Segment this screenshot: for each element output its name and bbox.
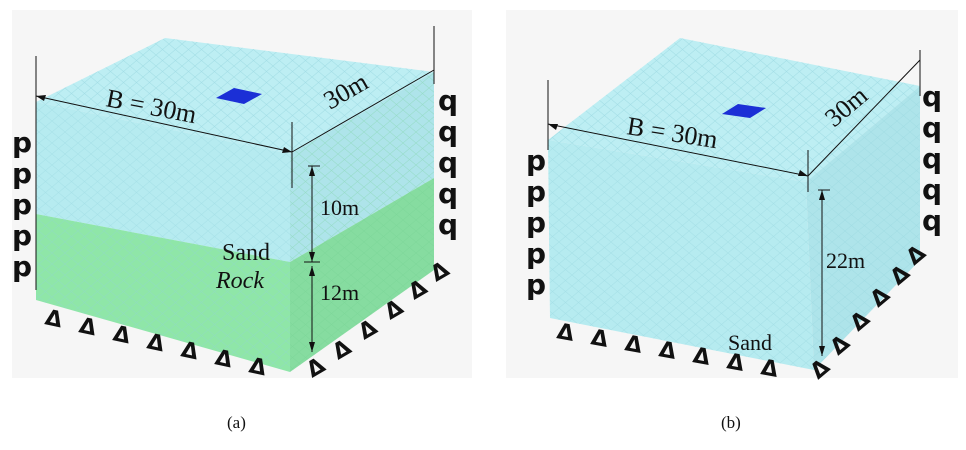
panel-a-sand-thickness-label: 10m	[320, 195, 359, 220]
panel-b-width-dimension	[547, 123, 809, 177]
left-support-symbol: p	[12, 250, 32, 283]
base-support-symbol: Δ	[43, 305, 65, 333]
panel-b-right-supports: q q q q q	[922, 80, 942, 237]
base-support-symbol: Δ	[589, 325, 610, 353]
left-support-symbol: p	[526, 237, 546, 270]
panel-a-sand-label: Sand	[222, 240, 270, 266]
base-support-symbol: Δ	[111, 321, 133, 349]
right-support-symbol: q	[438, 84, 458, 117]
panel-a-depth-dimension	[291, 69, 435, 153]
right-support-symbol: q	[438, 208, 458, 241]
right-support-symbol: q	[438, 146, 458, 179]
base-support-symbol: Δ	[77, 313, 99, 341]
panel-b-left-supports: p p p p p	[526, 144, 546, 301]
panel-b-base-front-supports: Δ Δ Δ Δ Δ Δ Δ	[555, 319, 780, 383]
panel-a-left-supports: p p p p p	[12, 126, 32, 283]
panel-a-caption: (a)	[227, 413, 246, 432]
panel-b-depth-dimension	[807, 59, 921, 177]
right-support-symbol: q	[438, 177, 458, 210]
right-support-symbol: q	[922, 173, 942, 206]
panel-a-base-front-supports: Δ Δ Δ Δ Δ Δ Δ	[43, 305, 269, 381]
right-support-symbol: q	[922, 142, 942, 175]
panel-b-sand-label: Sand	[728, 330, 772, 355]
panel-a-rock-thickness-label: 12m	[320, 280, 359, 305]
left-support-symbol: p	[526, 144, 546, 177]
base-support-symbol: Δ	[759, 355, 780, 383]
left-support-symbol: p	[12, 188, 32, 221]
base-support-symbol: Δ	[691, 343, 712, 371]
left-support-symbol: p	[526, 206, 546, 239]
panel-b-footing	[722, 104, 766, 118]
left-support-symbol: p	[526, 175, 546, 208]
right-support-symbol: q	[922, 80, 942, 113]
base-support-symbol: Δ	[179, 337, 201, 365]
right-support-symbol: q	[922, 204, 942, 237]
base-support-symbol: Δ	[247, 353, 269, 381]
panel-a: B = 30m 30m 10m 12m Sand Rock p p p p p …	[12, 10, 472, 383]
base-support-symbol: Δ	[555, 319, 576, 347]
panel-b-sand-thickness-label: 22m	[826, 248, 865, 273]
base-support-symbol: Δ	[623, 331, 644, 359]
base-support-symbol: Δ	[213, 345, 235, 373]
left-support-symbol: p	[12, 157, 32, 190]
panel-b-caption: (b)	[721, 413, 741, 432]
panel-a-right-supports: q q q q q	[438, 84, 458, 241]
right-support-symbol: q	[922, 111, 942, 144]
left-support-symbol: p	[12, 219, 32, 252]
panel-a-footing	[216, 88, 262, 104]
base-support-symbol: Δ	[725, 349, 746, 377]
panel-a-width-dimension	[35, 95, 293, 153]
left-support-symbol: p	[526, 268, 546, 301]
right-support-symbol: q	[438, 115, 458, 148]
base-support-symbol: Δ	[145, 329, 167, 357]
left-support-symbol: p	[12, 126, 32, 159]
panel-a-rock-label: Rock	[215, 268, 264, 294]
base-support-symbol: Δ	[657, 337, 678, 365]
panel-b: B = 30m 30m 22m Sand p p p p p q q q q q…	[506, 10, 958, 385]
